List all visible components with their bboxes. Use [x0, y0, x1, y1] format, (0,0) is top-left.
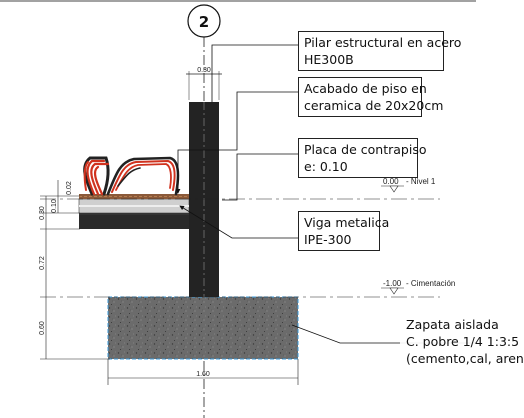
dim-beam-label: 0.30	[39, 206, 46, 220]
footing-concrete	[108, 297, 298, 359]
column-width-label: 0.30	[197, 67, 211, 74]
dim-column-below-label: 0.72	[39, 256, 46, 270]
steel-beam	[79, 213, 189, 229]
callout-viga-line2: IPE-300	[304, 232, 352, 247]
leader-viga	[179, 205, 298, 239]
callout-placa-line1: Placa de contrapiso	[304, 142, 427, 157]
callout-viga-line1: Viga metalica	[304, 215, 390, 230]
callout-viga: Viga metalica IPE-300	[298, 211, 390, 251]
leader-placa	[222, 153, 298, 201]
callout-placa-line2: e: 0.10	[304, 159, 348, 174]
column-width-dimension: 0.30	[186, 67, 222, 100]
callout-pilar-line2: HE300B	[304, 52, 354, 67]
callout-pilar-line1: Pilar estructural en acero	[304, 35, 462, 50]
level-mark-cimentacion: -1.00 - Cimentación	[381, 279, 455, 295]
level-mark-nivel: 0.00 - Nivel 1	[381, 177, 436, 193]
dim-footing-depth-label: 0.60	[39, 321, 46, 335]
level-nivel-value: 0.00	[383, 177, 399, 186]
callout-pilar: Pilar estructural en acero HE300B	[298, 31, 462, 71]
footing-width-dimension	[107, 359, 299, 385]
callout-zapata-line1: Zapata aislada	[406, 317, 499, 332]
vertical-dimension-chain	[40, 180, 110, 360]
callout-acabado-line1: Acabado de piso en	[304, 81, 427, 96]
callout-zapata-line3: (cemento,cal, arena)	[406, 351, 524, 366]
callout-zapata: Zapata aislada C. pobre 1/4 1:3:5 (cemen…	[400, 313, 524, 370]
grid-marker-label: 2	[199, 13, 209, 31]
dim-floor-tile-label: 0.02	[66, 181, 73, 195]
callout-acabado-line2: ceramica de 20x20cm	[304, 98, 444, 113]
grid-marker: 2	[187, 4, 221, 38]
dim-footing-width-label: 1.60	[196, 371, 210, 378]
dim-slab-label: 0.10	[51, 199, 58, 213]
level-nivel-label: - Nivel 1	[406, 177, 436, 186]
leader-acabado	[175, 91, 298, 194]
callout-placa: Placa de contrapiso e: 0.10	[298, 138, 427, 178]
callout-zapata-line2: C. pobre 1/4 1:3:5	[406, 334, 520, 349]
rebar-bundle	[83, 156, 180, 196]
callout-acabado: Acabado de piso en ceramica de 20x20cm	[298, 77, 444, 117]
level-cimentacion-value: -1.00	[383, 279, 402, 288]
leader-pilar	[211, 44, 298, 102]
level-cimentacion-label: - Cimentación	[406, 279, 455, 288]
